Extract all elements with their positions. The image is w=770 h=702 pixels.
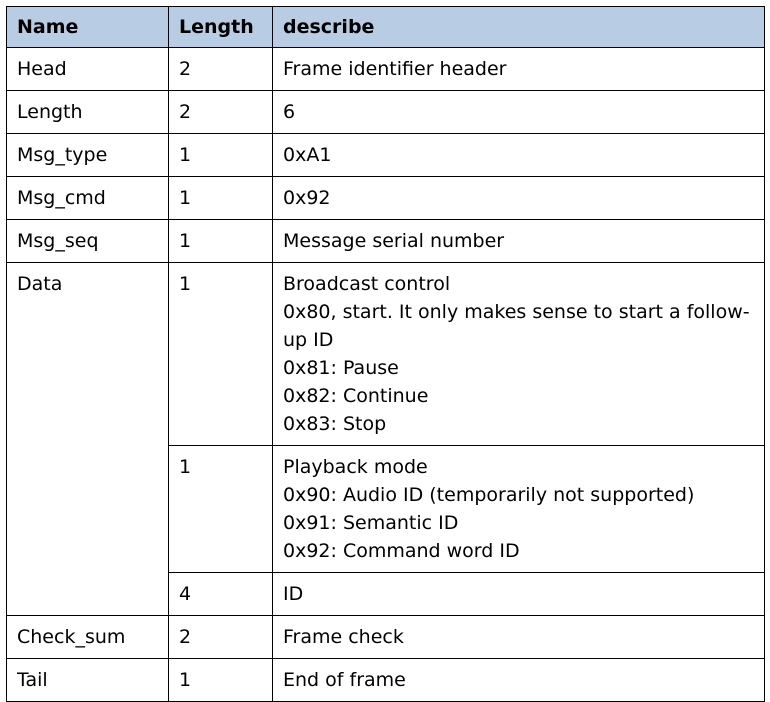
- describe-line: 0x80, start. It only makes sense to star…: [283, 301, 750, 323]
- table-row-data-playback: 1 Playback mode 0x90: Audio ID (temporar…: [7, 445, 765, 573]
- cell-describe: 0xA1: [272, 133, 765, 177]
- describe-line: 0x91: Semantic ID: [283, 512, 459, 534]
- cell-name: Check_sum: [6, 615, 169, 659]
- cell-name: Data: [6, 262, 169, 616]
- table-row-msg-cmd: Msg_cmd 1 0x92: [6, 176, 765, 220]
- table-row-check-sum: Check_sum 2 Frame check: [6, 615, 765, 659]
- describe-line: 0x82: Continue: [283, 385, 429, 407]
- cell-name: Head: [6, 47, 169, 91]
- cell-name: Msg_type: [6, 133, 169, 177]
- cell-describe: Frame check: [272, 615, 765, 659]
- cell-length: 1: [168, 445, 273, 573]
- describe-line: Playback mode: [283, 456, 428, 478]
- table-row-data-id: 4 ID: [7, 572, 765, 616]
- protocol-table-wrapper: Name Length describe Head 2 Frame identi…: [6, 6, 765, 702]
- cell-describe: Message serial number: [272, 219, 765, 263]
- cell-length: 4: [168, 572, 273, 616]
- cell-name: Length: [6, 90, 169, 134]
- cell-describe: Frame identifier header: [272, 47, 765, 91]
- table-row-tail: Tail 1 End of frame: [6, 658, 765, 702]
- cell-length: 1: [168, 658, 273, 702]
- table-header-row: Name Length describe: [6, 6, 765, 48]
- protocol-table: Name Length describe Head 2 Frame identi…: [6, 6, 765, 702]
- table-row-head: Head 2 Frame identifier header: [6, 47, 765, 91]
- table-row-data-broadcast: Data 1 Broadcast control 0x80, start. It…: [6, 262, 765, 616]
- table-row-msg-type: Msg_type 1 0xA1: [6, 133, 765, 177]
- header-name: Name: [6, 6, 169, 48]
- cell-length: 2: [168, 90, 273, 134]
- cell-length: 1: [168, 262, 273, 446]
- table-row-msg-seq: Msg_seq 1 Message serial number: [6, 219, 765, 263]
- cell-name: Msg_cmd: [6, 176, 169, 220]
- cell-length: 1: [168, 219, 273, 263]
- cell-describe: 6: [272, 90, 765, 134]
- describe-line: up ID: [283, 329, 334, 351]
- describe-line: 0x92: Command word ID: [283, 540, 520, 562]
- cell-length: 2: [168, 615, 273, 659]
- table-row-length: Length 2 6: [6, 90, 765, 134]
- cell-length: 2: [168, 47, 273, 91]
- header-describe: describe: [272, 6, 765, 48]
- cell-describe: End of frame: [272, 658, 765, 702]
- describe-line: 0x81: Pause: [283, 357, 399, 379]
- cell-length: 1: [168, 133, 273, 177]
- describe-line: 0x90: Audio ID (temporarily not supporte…: [283, 484, 695, 506]
- cell-name: Msg_seq: [6, 219, 169, 263]
- cell-describe: ID: [272, 572, 765, 616]
- cell-describe: Playback mode 0x90: Audio ID (temporaril…: [272, 445, 765, 573]
- describe-line: 0x83: Stop: [283, 413, 387, 435]
- header-length: Length: [168, 6, 273, 48]
- cell-name: Tail: [6, 658, 169, 702]
- cell-length: 1: [168, 176, 273, 220]
- describe-line: Broadcast control: [283, 273, 451, 295]
- cell-describe: Broadcast control 0x80, start. It only m…: [272, 262, 765, 446]
- cell-describe: 0x92: [272, 176, 765, 220]
